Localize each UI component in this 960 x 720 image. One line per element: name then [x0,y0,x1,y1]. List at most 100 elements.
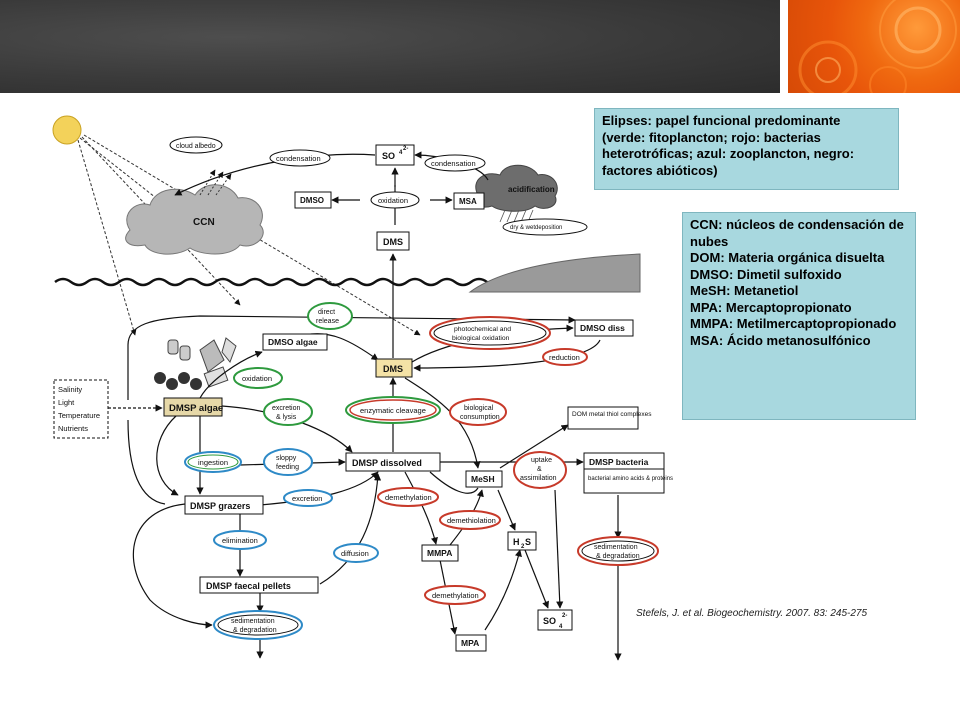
legend-line-ccn: CCN: núcleos de condensación de nubes [690,217,904,249]
svg-text:Light: Light [58,398,75,407]
svg-text:release: release [316,318,339,325]
svg-text:condensation: condensation [431,159,476,168]
ellipse-cloud-albedo: cloud albedo [169,136,223,154]
svg-text:sloppy: sloppy [276,455,297,462]
svg-text:oxidation: oxidation [242,374,272,383]
citation-text: Stefels, J. et al. Biogeochemistry. 2007… [636,608,868,619]
sea-surface-waves [54,277,520,287]
ellipse-uptake-assimilation: uptake & assimilation [513,451,567,489]
svg-text:consumption: consumption [460,414,500,421]
box-dms-atm: DMS [376,231,410,251]
ellipse-photochemical: photochemical and biological oxidation [429,316,551,350]
box-dms-water: DMS [375,358,413,378]
svg-text:excretion: excretion [292,494,322,503]
svg-text:oxidation: oxidation [378,196,408,205]
svg-text:DMSO diss: DMSO diss [580,323,625,333]
legend-line-msa: MSA: Ácido metanosulfónico [690,332,871,348]
svg-text:photochemical and: photochemical and [454,326,511,333]
svg-text:sedimentation: sedimentation [594,544,638,551]
ellipse-sedimentation-left: sedimentation & degradation [213,610,303,640]
svg-text:DMS: DMS [383,364,403,374]
svg-text:ingestion: ingestion [198,458,228,467]
svg-text:DMSP faecal pellets: DMSP faecal pellets [206,581,291,591]
box-so4-bottom: SO 42- [537,609,573,631]
svg-text:demethiolation: demethiolation [447,516,496,525]
svg-text:DMSO: DMSO [300,196,324,205]
abiotic-factors-box: Salinity Light Temperature Nutrients [53,379,109,439]
svg-text:DMSP grazers: DMSP grazers [190,501,250,511]
box-so4-top: SO 42- [375,144,415,166]
svg-text:demethylation: demethylation [432,591,479,600]
ellipse-excretion: excretion [283,489,333,507]
svg-text:DOM metal thiol complexes: DOM metal thiol complexes [572,411,652,418]
svg-text:dry & wetdeposition: dry & wetdeposition [510,225,562,231]
box-dom-metal: DOM metal thiol complexes [567,406,652,430]
ellipse-sedimentation-right: sedimentation & degradation [577,536,659,566]
svg-text:& degradation: & degradation [596,553,640,560]
ellipse-demethylation-1: demethylation [377,487,439,507]
box-mesh: MeSH [465,470,503,488]
svg-text:&: & [537,466,542,473]
ellipse-oxidation-atm: oxidation [370,191,420,209]
svg-text:enzymatic cleavage: enzymatic cleavage [360,406,426,415]
svg-text:4: 4 [559,624,563,630]
legend-ellipses-box: Elipses: papel funcional predominante (v… [594,108,899,190]
svg-text:cloud albedo: cloud albedo [176,143,216,150]
ellipse-dry-wet: dry & wetdeposition [502,218,588,236]
ellipse-sloppy-feeding: sloppy feeding [263,448,313,476]
svg-text:assimilation: assimilation [520,475,557,482]
svg-text:H: H [513,537,520,547]
box-dmsp-faecal: DMSP faecal pellets [199,576,319,594]
box-dmsp-grazers: DMSP grazers [184,495,264,515]
svg-text:Temperature: Temperature [58,411,100,420]
ellipse-demethylation-2: demethylation [424,585,486,605]
box-dmsp-algae: DMSP algae [163,397,223,417]
cloud-label: CCN [193,217,215,228]
svg-text:feeding: feeding [276,464,299,471]
svg-text:Nutrients: Nutrients [58,424,88,433]
svg-text:2: 2 [521,544,525,550]
ellipse-excretion-lysis: excretion & lysis [263,398,313,426]
header-bar [0,0,780,93]
svg-text:2-: 2- [403,146,408,152]
legend-line-dom: DOM: Materia orgánica disuelta [690,250,885,265]
svg-text:DMSP dissolved: DMSP dissolved [352,458,422,468]
legend-line-mesh: MeSH: Metanetiol [690,283,799,298]
ccn-cloud-icon: CCN [125,184,264,255]
svg-text:& lysis: & lysis [276,414,297,421]
svg-text:MSA: MSA [459,197,477,206]
svg-text:MeSH: MeSH [471,474,495,484]
svg-text:reduction: reduction [549,353,580,362]
legend-line-mpa: MPA: Mercaptopropionato [690,299,852,315]
ellipse-biological-consumption: biological consumption [449,398,507,426]
cloud-albedo-arrows [199,169,232,196]
ellipse-condensation-left: condensation [269,149,331,167]
svg-text:biological: biological [464,405,494,412]
header-gap [780,0,788,93]
svg-text:uptake: uptake [531,457,552,464]
svg-text:condensation: condensation [276,154,321,163]
svg-text:4: 4 [399,150,403,156]
svg-text:DMS: DMS [383,237,403,247]
svg-text:direct: direct [318,309,335,316]
box-dmso-algae: DMSO algae [262,333,328,351]
svg-text:DMSP algae: DMSP algae [169,403,223,414]
ellipse-elimination: elimination [213,530,267,550]
svg-text:demethylation: demethylation [385,493,432,502]
box-dmso-atm: DMSO [294,191,332,209]
svg-text:MPA: MPA [461,638,479,648]
box-mpa: MPA [455,634,487,652]
header-accent-image [788,0,960,93]
svg-text:sedimentation: sedimentation [231,618,275,625]
ellipse-ingestion: ingestion [184,451,242,473]
ellipse-condensation-right: condensation [424,154,486,172]
rain-cloud-icon: acidification [474,164,558,223]
svg-text:S: S [525,537,531,547]
ellipse-demethiolation: demethiolation [439,510,501,530]
ellipse-direct-release: direct release [307,302,353,330]
legend-abbreviations-box: CCN: núcleos de condensación de nubes DO… [682,212,916,420]
box-dmsp-bacteria: DMSP bacteria bacterial amino acids & pr… [583,452,673,494]
ellipse-oxidation-algae: oxidation [233,367,283,389]
orange-swirl-graphic [798,0,957,93]
